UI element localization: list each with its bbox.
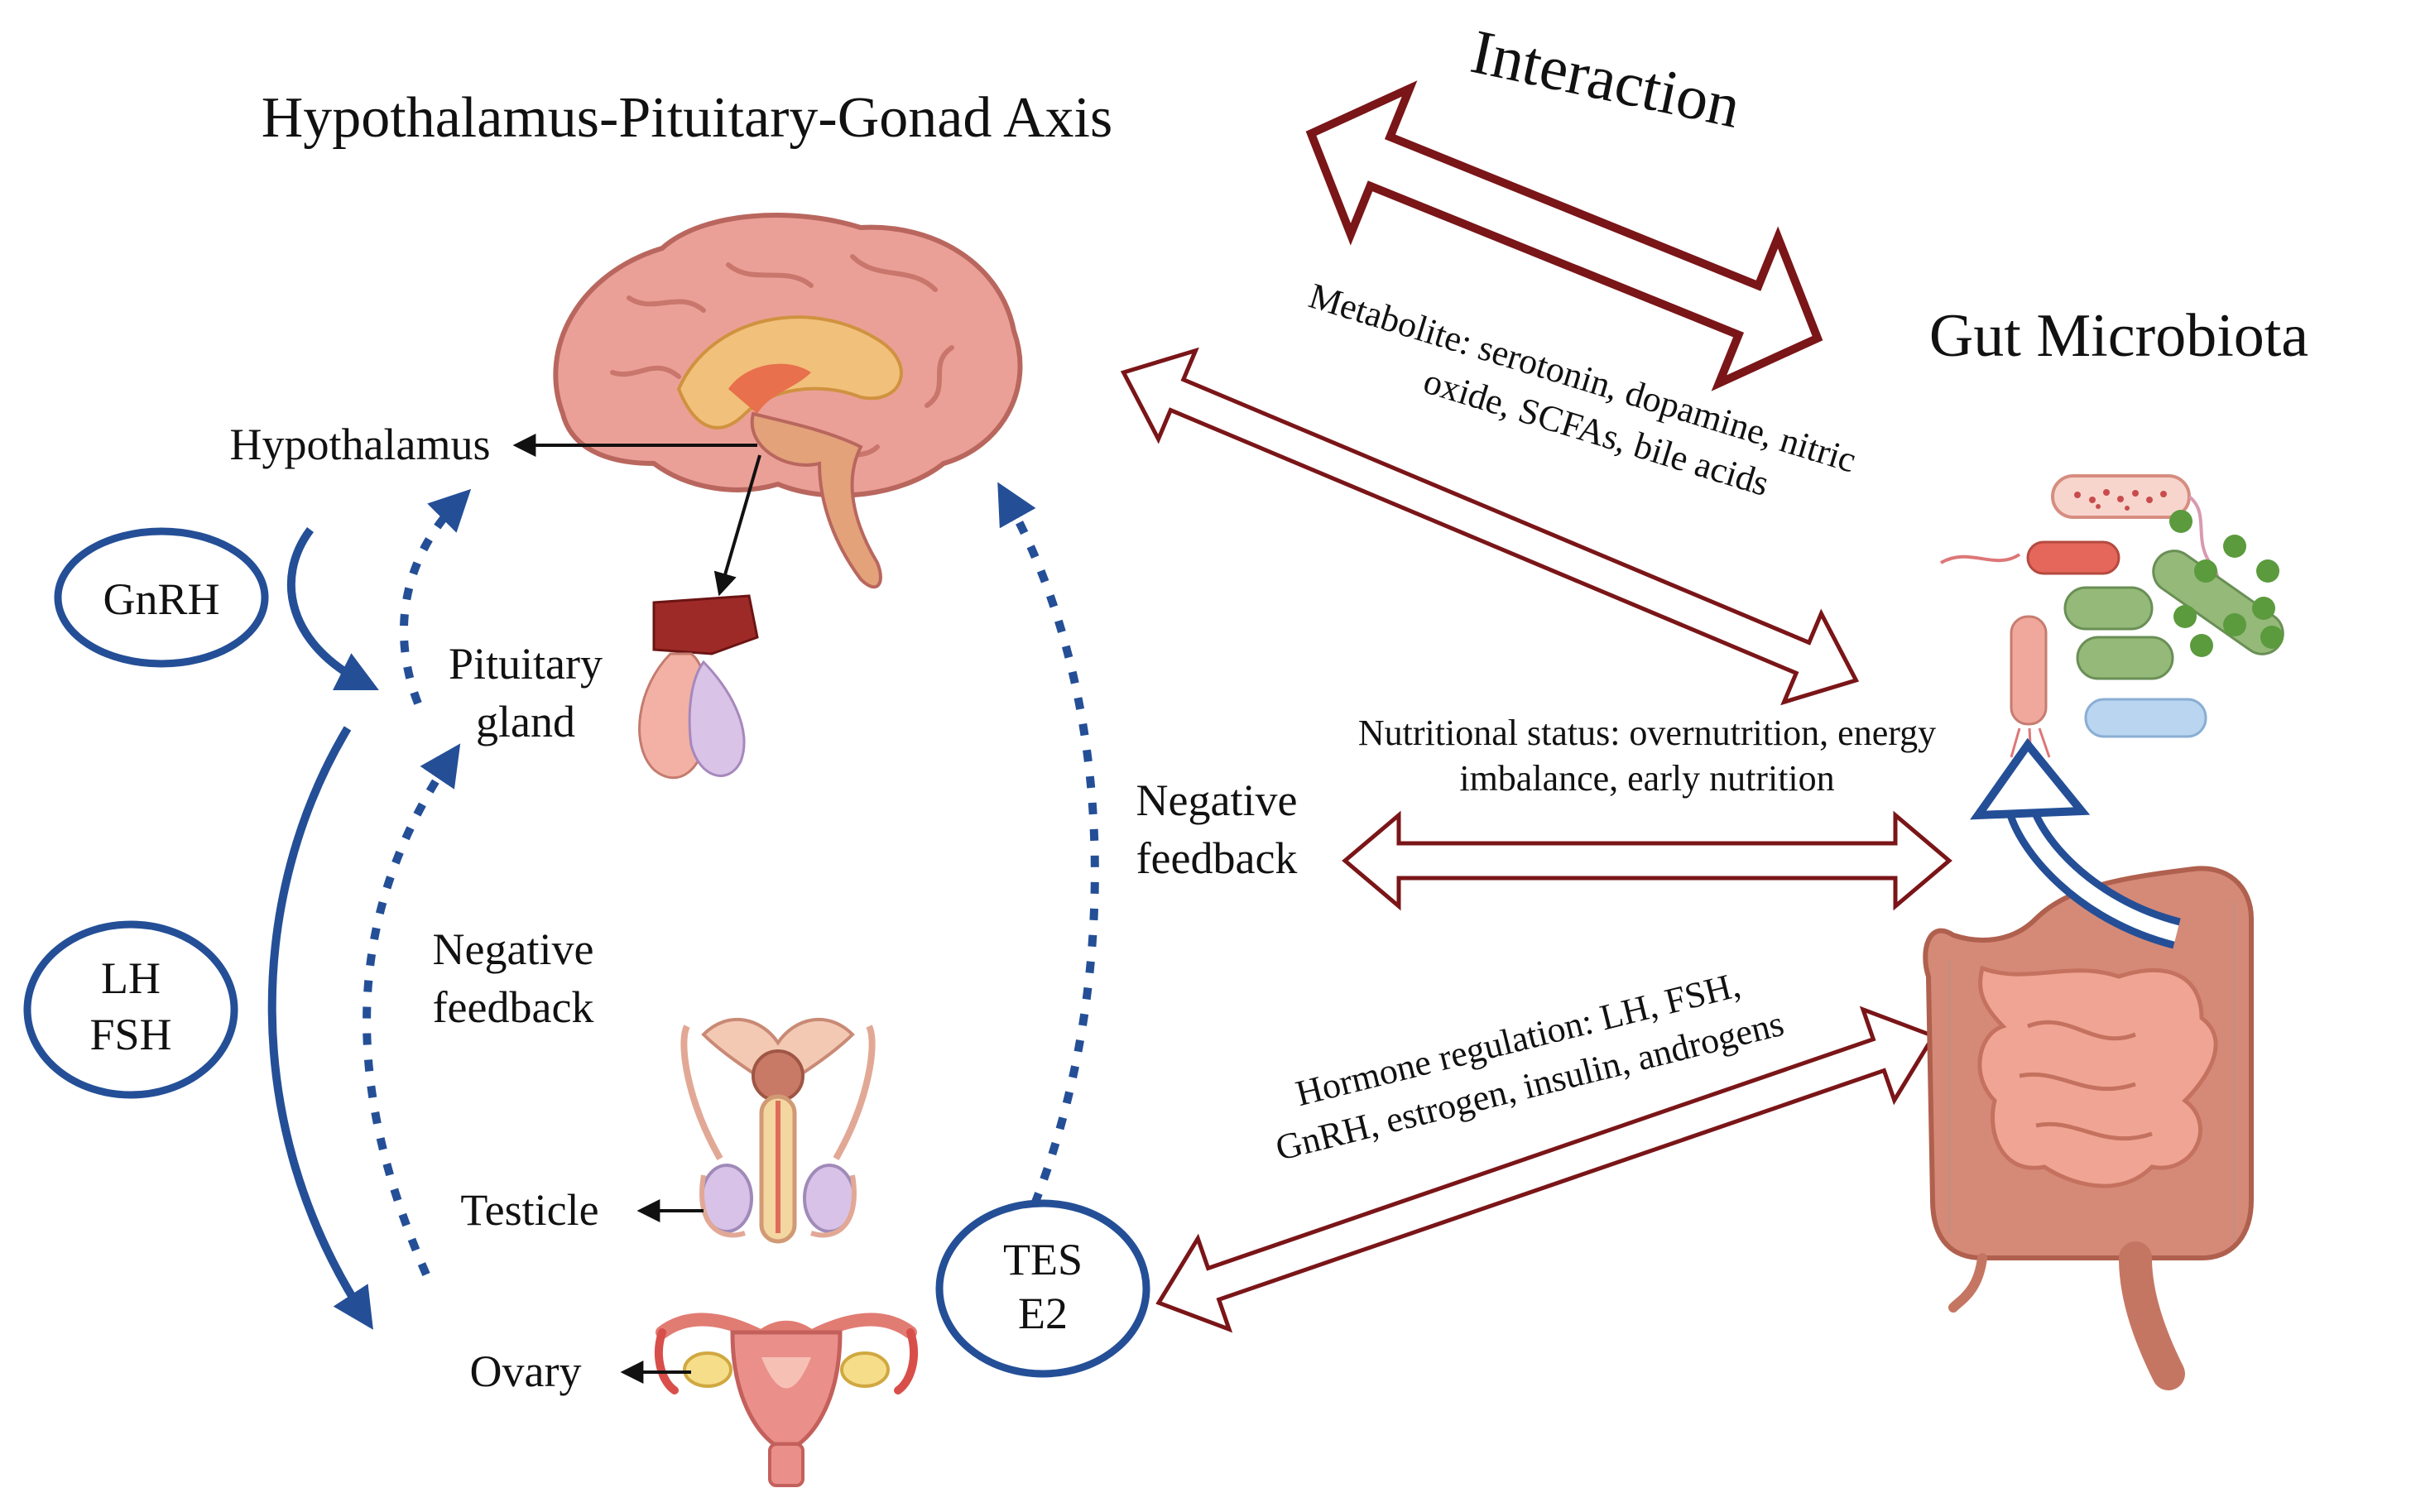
pituitary-feedback-arrow — [400, 488, 472, 705]
gut-to-microbiota-arrow — [1970, 737, 2181, 949]
tes-label: TES — [1003, 1235, 1083, 1284]
gnrh-ellipse: GnRH — [54, 527, 269, 668]
metabolite-double-arrow — [1120, 347, 1860, 706]
middle-feedback-label-1: Negative — [1136, 775, 1298, 825]
interaction-label: Interaction — [1465, 17, 1746, 142]
page-title: Hypothalamus-Pituitary-Gonad Axis — [262, 86, 1113, 150]
interaction-double-arrow — [1305, 80, 1823, 391]
lh-fsh-ellipse: LH FSH — [23, 920, 238, 1099]
gnrh-label: GnRH — [103, 574, 219, 624]
middle-feedback-label-2: feedback — [1136, 833, 1298, 883]
nutrition-line-2: imbalance, early nutrition — [1459, 758, 1834, 799]
pituitary-label-1: Pituitary — [449, 639, 603, 689]
nutrition-line-1: Nutritional status: overnutrition, energ… — [1358, 713, 1936, 753]
gut-microbiota-title: Gut Microbiota — [1929, 302, 2308, 370]
testicle-label: Testicle — [460, 1185, 598, 1235]
pituitary-pointer — [713, 454, 761, 597]
gnrh-flow-arrow — [286, 527, 379, 690]
hypothalamus-label: Hypothalamus — [230, 420, 491, 469]
left-feedback-label-1: Negative — [433, 924, 594, 974]
brain-icon — [553, 213, 1023, 589]
ovary-label: Ovary — [470, 1346, 582, 1396]
female-reproductive-icon — [654, 1313, 919, 1487]
lh-fsh-flow-arrow — [267, 726, 373, 1330]
pituitary-gland-icon — [638, 594, 759, 780]
pituitary-label-2: gland — [476, 697, 575, 746]
tes-e2-feedback-arrow — [997, 482, 1099, 1206]
male-reproductive-icon — [680, 1018, 876, 1244]
hormone-label: Hormone regulation: LH, FSH, GnRH, estro… — [1271, 964, 1788, 1169]
bacteria-cluster-icon — [1940, 474, 2284, 762]
e2-label: E2 — [1018, 1289, 1068, 1338]
tes-e2-ellipse: TES E2 — [935, 1199, 1150, 1378]
nutrition-double-arrow — [1342, 810, 1952, 911]
left-feedback-label-2: feedback — [433, 982, 594, 1032]
lh-label: LH — [101, 953, 161, 1003]
fsh-label: FSH — [89, 1010, 171, 1059]
intestine-icon — [1923, 866, 2254, 1390]
gonad-feedback-arrow — [363, 743, 461, 1277]
